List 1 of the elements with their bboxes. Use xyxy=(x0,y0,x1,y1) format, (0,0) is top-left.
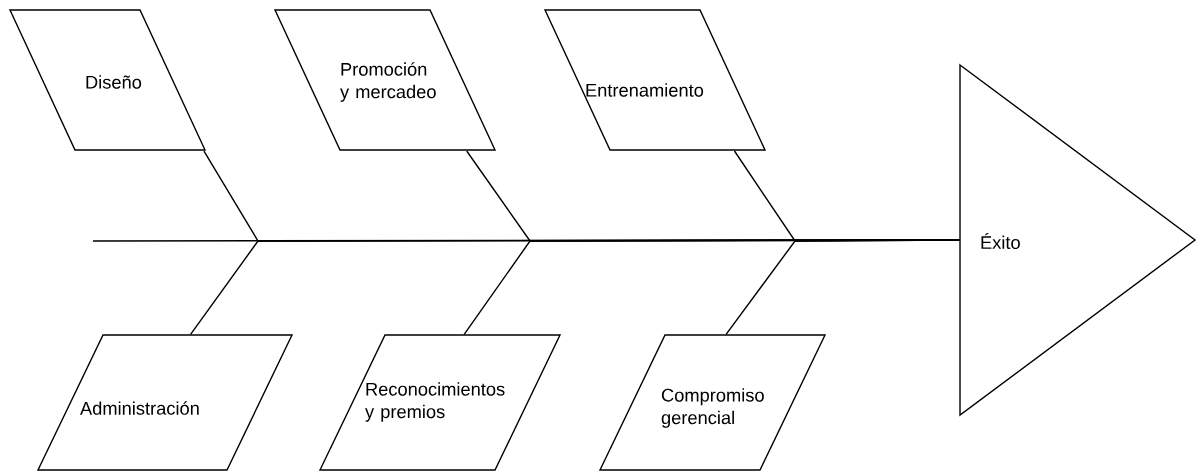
spine-line xyxy=(92,239,961,242)
